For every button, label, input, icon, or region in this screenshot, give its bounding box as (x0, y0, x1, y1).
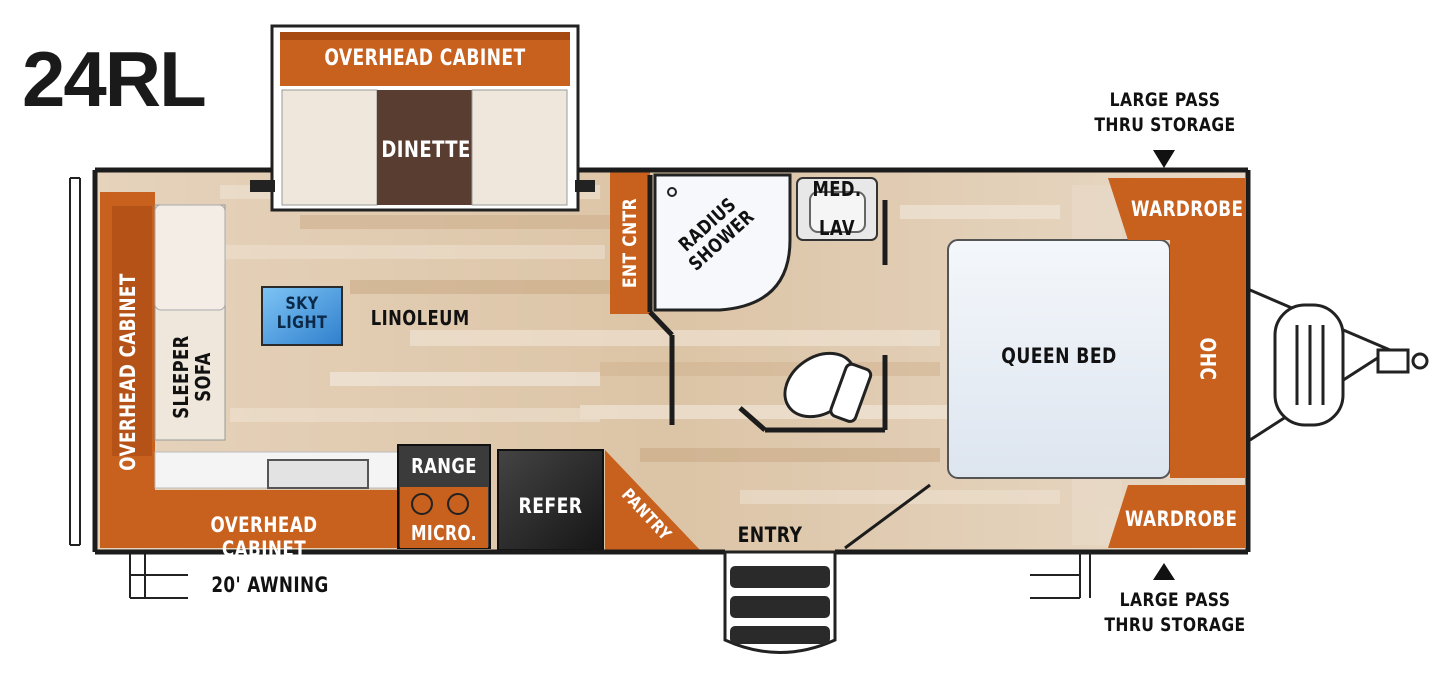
med-label: MED. (812, 177, 862, 201)
dinette-table (377, 90, 472, 205)
skylight-line1: SKY (285, 294, 319, 314)
range-burners (411, 493, 469, 515)
bathroom-walls (647, 175, 888, 433)
storage-bottom-line1: LARGE PASS (1119, 589, 1231, 611)
storage-top-line1: LARGE PASS (1109, 89, 1221, 111)
linoleum-label: LINOLEUM (370, 306, 470, 330)
outer-walls (92, 167, 1251, 555)
refer-label: REFER (518, 494, 583, 518)
range-label: RANGE (411, 454, 477, 478)
overhead-cabinet-bottom-label: OVERHEAD CABINET (210, 513, 318, 561)
entry-label: ENTRY (737, 523, 803, 547)
overhead-cabinet-bottom-shape (155, 490, 400, 548)
trailer-hitch (1249, 288, 1429, 442)
overhead-cabinet-left-label: OVERHEAD CABINET (116, 273, 140, 471)
storage-bottom-line2: THRU STORAGE (1104, 614, 1246, 636)
awning-rail (69, 177, 188, 599)
bedroom-door (844, 483, 931, 550)
entry-steps (723, 550, 837, 654)
wardrobe-bottom-shape (1108, 485, 1245, 548)
stabilizer-jacks (1030, 552, 1091, 599)
ent-cntr-label: ENT CNTR (619, 197, 641, 289)
radius-shower-shape (653, 173, 792, 312)
toilet-shape (783, 351, 873, 423)
skylight-label: SKY LIGHT (268, 295, 336, 333)
skylight-line2: LIGHT (276, 313, 328, 333)
sleeper-sofa-line1: SLEEPER (169, 335, 193, 419)
wardrobe-bottom-label: WARDROBE (1125, 507, 1238, 531)
micro-label: MICRO. (411, 521, 477, 545)
wardrobe-top-label: WARDROBE (1131, 197, 1244, 221)
dinette-label: DINETTE (381, 138, 471, 163)
storage-top-arrow (1153, 150, 1175, 168)
sleeper-sofa-label: SLEEPER SOFA (169, 320, 215, 435)
dinette-bench-right (471, 89, 568, 206)
overhead-cabinet-top-label: OVERHEAD CABINET (324, 46, 526, 71)
storage-bottom-note: LARGE PASS THRU STORAGE (1097, 588, 1253, 638)
sink (267, 459, 369, 489)
sleeper-sofa-line2: SOFA (191, 352, 215, 402)
pantry-shape (605, 450, 700, 550)
storage-top-note: LARGE PASS THRU STORAGE (1087, 88, 1243, 138)
queen-bed-label: QUEEN BED (1001, 344, 1117, 368)
dinette-bench-left (281, 89, 378, 206)
model-title: 24RL (22, 35, 207, 123)
lav-label: LAV (819, 216, 855, 240)
overhead-cabinet-top-shape (280, 32, 570, 86)
ent-cntr-shape (610, 172, 650, 314)
ohc-label: OHC (1195, 337, 1220, 381)
storage-bottom-arrow (1153, 563, 1175, 580)
wardrobe-top-shape (1108, 178, 1245, 240)
ohc-shape (1170, 240, 1245, 478)
skylight-shape (261, 286, 343, 346)
storage-top-line2: THRU STORAGE (1094, 114, 1236, 136)
awning-label: 20' AWNING (211, 573, 329, 597)
